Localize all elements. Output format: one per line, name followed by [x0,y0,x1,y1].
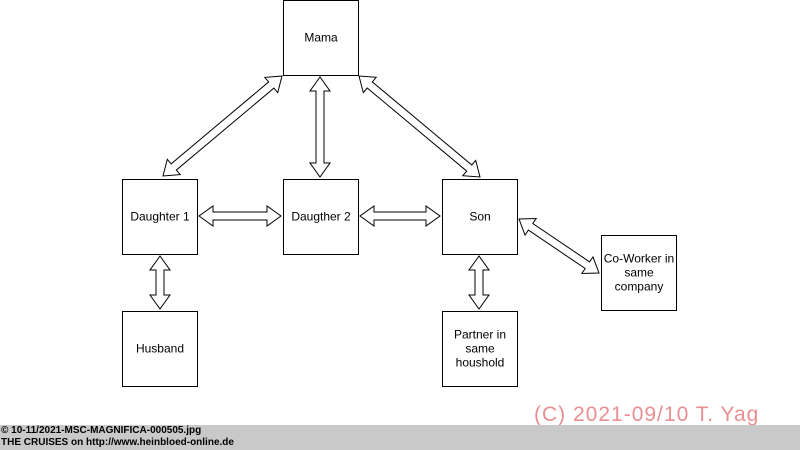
node-daughter1: Daughter 1 [122,179,198,255]
footer-bar: © 10-11/2021-MSC-MAGNIFICA-000505.jpg TH… [0,425,800,450]
double-arrow-mama-son [358,75,481,178]
double-arrow-daughter2-son [359,205,441,227]
footer-site-credit: THE CRUISES on http://www.heinbloed-onli… [1,437,234,448]
node-daughter2: Daugther 2 [283,179,359,255]
node-label-son-1: Son [469,210,490,224]
node-label-partner-2: same [465,342,495,356]
node-label-coworker-1: Co-Worker in [604,252,674,266]
double-arrow-son-partner [468,255,490,310]
node-label-mama-1: Mama [304,31,338,45]
arrows-layer [149,75,600,310]
node-label-coworker-3: company [615,280,664,294]
node-label-daughter1-1: Daughter 1 [130,210,190,224]
copyright-watermark: (C) 2021-09/10 T. Yag [534,403,760,426]
node-box-daughter2 [283,179,359,255]
node-box-partner [442,311,518,387]
node-label-partner-3: houshold [456,356,505,370]
node-box-coworker [601,235,677,311]
node-mama: Mama [283,0,359,76]
double-arrow-mama-daughter2 [309,76,331,178]
double-arrow-daughter1-husband [149,255,171,310]
node-label-daughter2-1: Daugther 2 [291,210,351,224]
double-arrow-son-coworker [518,217,600,275]
node-son: Son [442,179,518,255]
double-arrow-daughter1-daughter2 [198,205,282,227]
node-box-son [442,179,518,255]
node-husband: Husband [122,311,198,387]
footer-filename: © 10-11/2021-MSC-MAGNIFICA-000505.jpg [1,425,202,436]
node-label-coworker-2: same [624,266,654,280]
node-box-daughter1 [122,179,198,255]
double-arrow-mama-daughter1 [162,75,283,177]
node-box-mama [283,0,359,76]
node-box-husband [122,311,198,387]
node-label-husband-1: Husband [136,342,184,356]
node-label-partner-1: Partner in [454,328,506,342]
